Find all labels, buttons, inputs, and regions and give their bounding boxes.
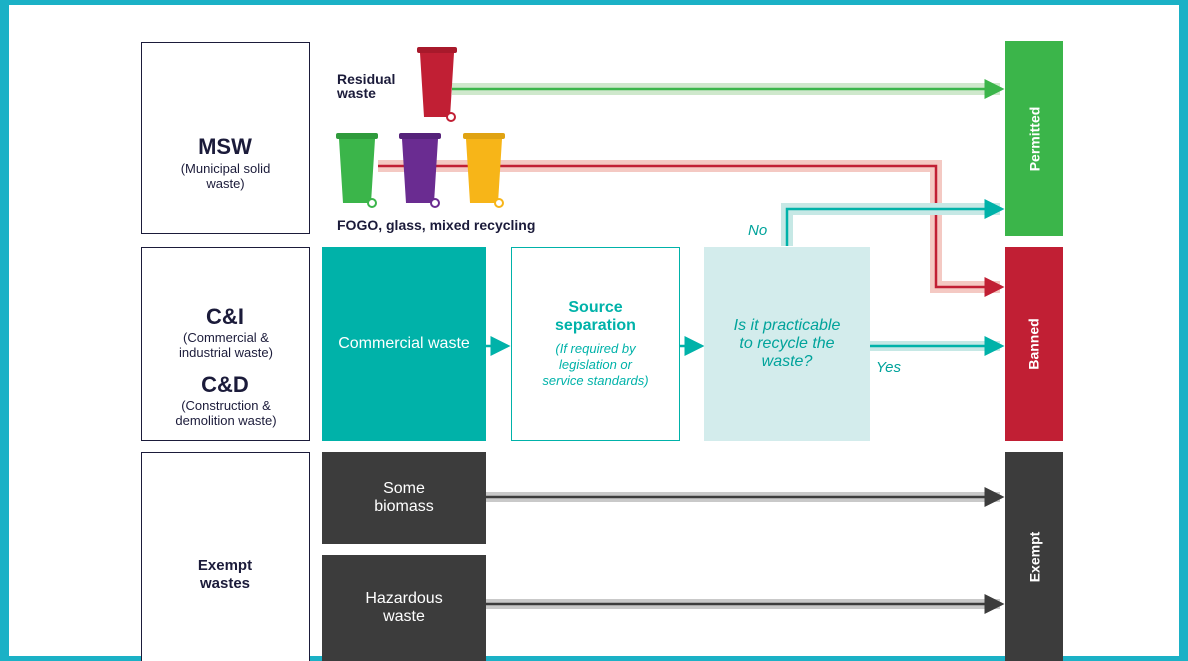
exempt-title: Exempt wastes	[197, 557, 253, 592]
msw-subtitle: (Municipal solid waste)	[180, 161, 271, 191]
commercial-waste-label: Commercial waste	[338, 335, 470, 352]
yes-label: Yes	[876, 359, 902, 376]
residual-waste-label: Residual waste	[337, 71, 396, 101]
ci-subtitle: (Commercial & industrial waste)	[179, 330, 273, 360]
fogo-bin-icon	[336, 133, 378, 208]
recycling-path	[378, 164, 1005, 297]
mixed-recycling-bin-icon	[463, 133, 505, 208]
glass-bin-icon	[399, 133, 441, 208]
cd-subtitle: (Construction & demolition waste)	[175, 398, 277, 428]
cd-title: C&D	[201, 372, 249, 397]
no-path	[785, 199, 1005, 246]
no-path-halo	[781, 203, 1000, 246]
no-label: No	[748, 222, 768, 239]
exempt-column: Exempt	[1005, 452, 1063, 661]
practicable-question-box: Is it practicable to recycle the waste?	[704, 247, 870, 441]
ci-cd-box: C&I (Commercial & industrial waste) C&D …	[141, 247, 310, 441]
biomass-box: Some biomass	[322, 452, 486, 544]
permitted-label: Permitted	[1026, 106, 1043, 171]
permitted-column: Permitted	[1005, 41, 1063, 236]
source-separation-box: Source separation (If required by legisl…	[511, 247, 680, 441]
ci-title: C&I	[206, 304, 244, 329]
banned-column: Banned	[1005, 247, 1063, 441]
hazardous-label: Hazardous waste	[365, 590, 443, 625]
biomass-label: Some biomass	[374, 480, 434, 515]
practicable-question: Is it practicable to recycle the waste?	[733, 317, 841, 370]
source-separation-note: (If required by legislation or service s…	[542, 341, 649, 388]
recycling-label: FOGO, glass, mixed recycling	[337, 217, 536, 233]
exempt-box: Exempt wastes	[141, 452, 310, 661]
msw-box: MSW (Municipal solid waste)	[141, 42, 310, 234]
banned-label: Banned	[1026, 318, 1042, 370]
exempt-label: Exempt	[1025, 531, 1042, 582]
residual-bin-icon	[417, 47, 457, 122]
msw-title: MSW	[198, 134, 252, 159]
hazardous-box: Hazardous waste	[322, 555, 486, 661]
commercial-waste-box: Commercial waste	[322, 247, 486, 441]
source-separation-title: Source separation	[555, 299, 636, 334]
